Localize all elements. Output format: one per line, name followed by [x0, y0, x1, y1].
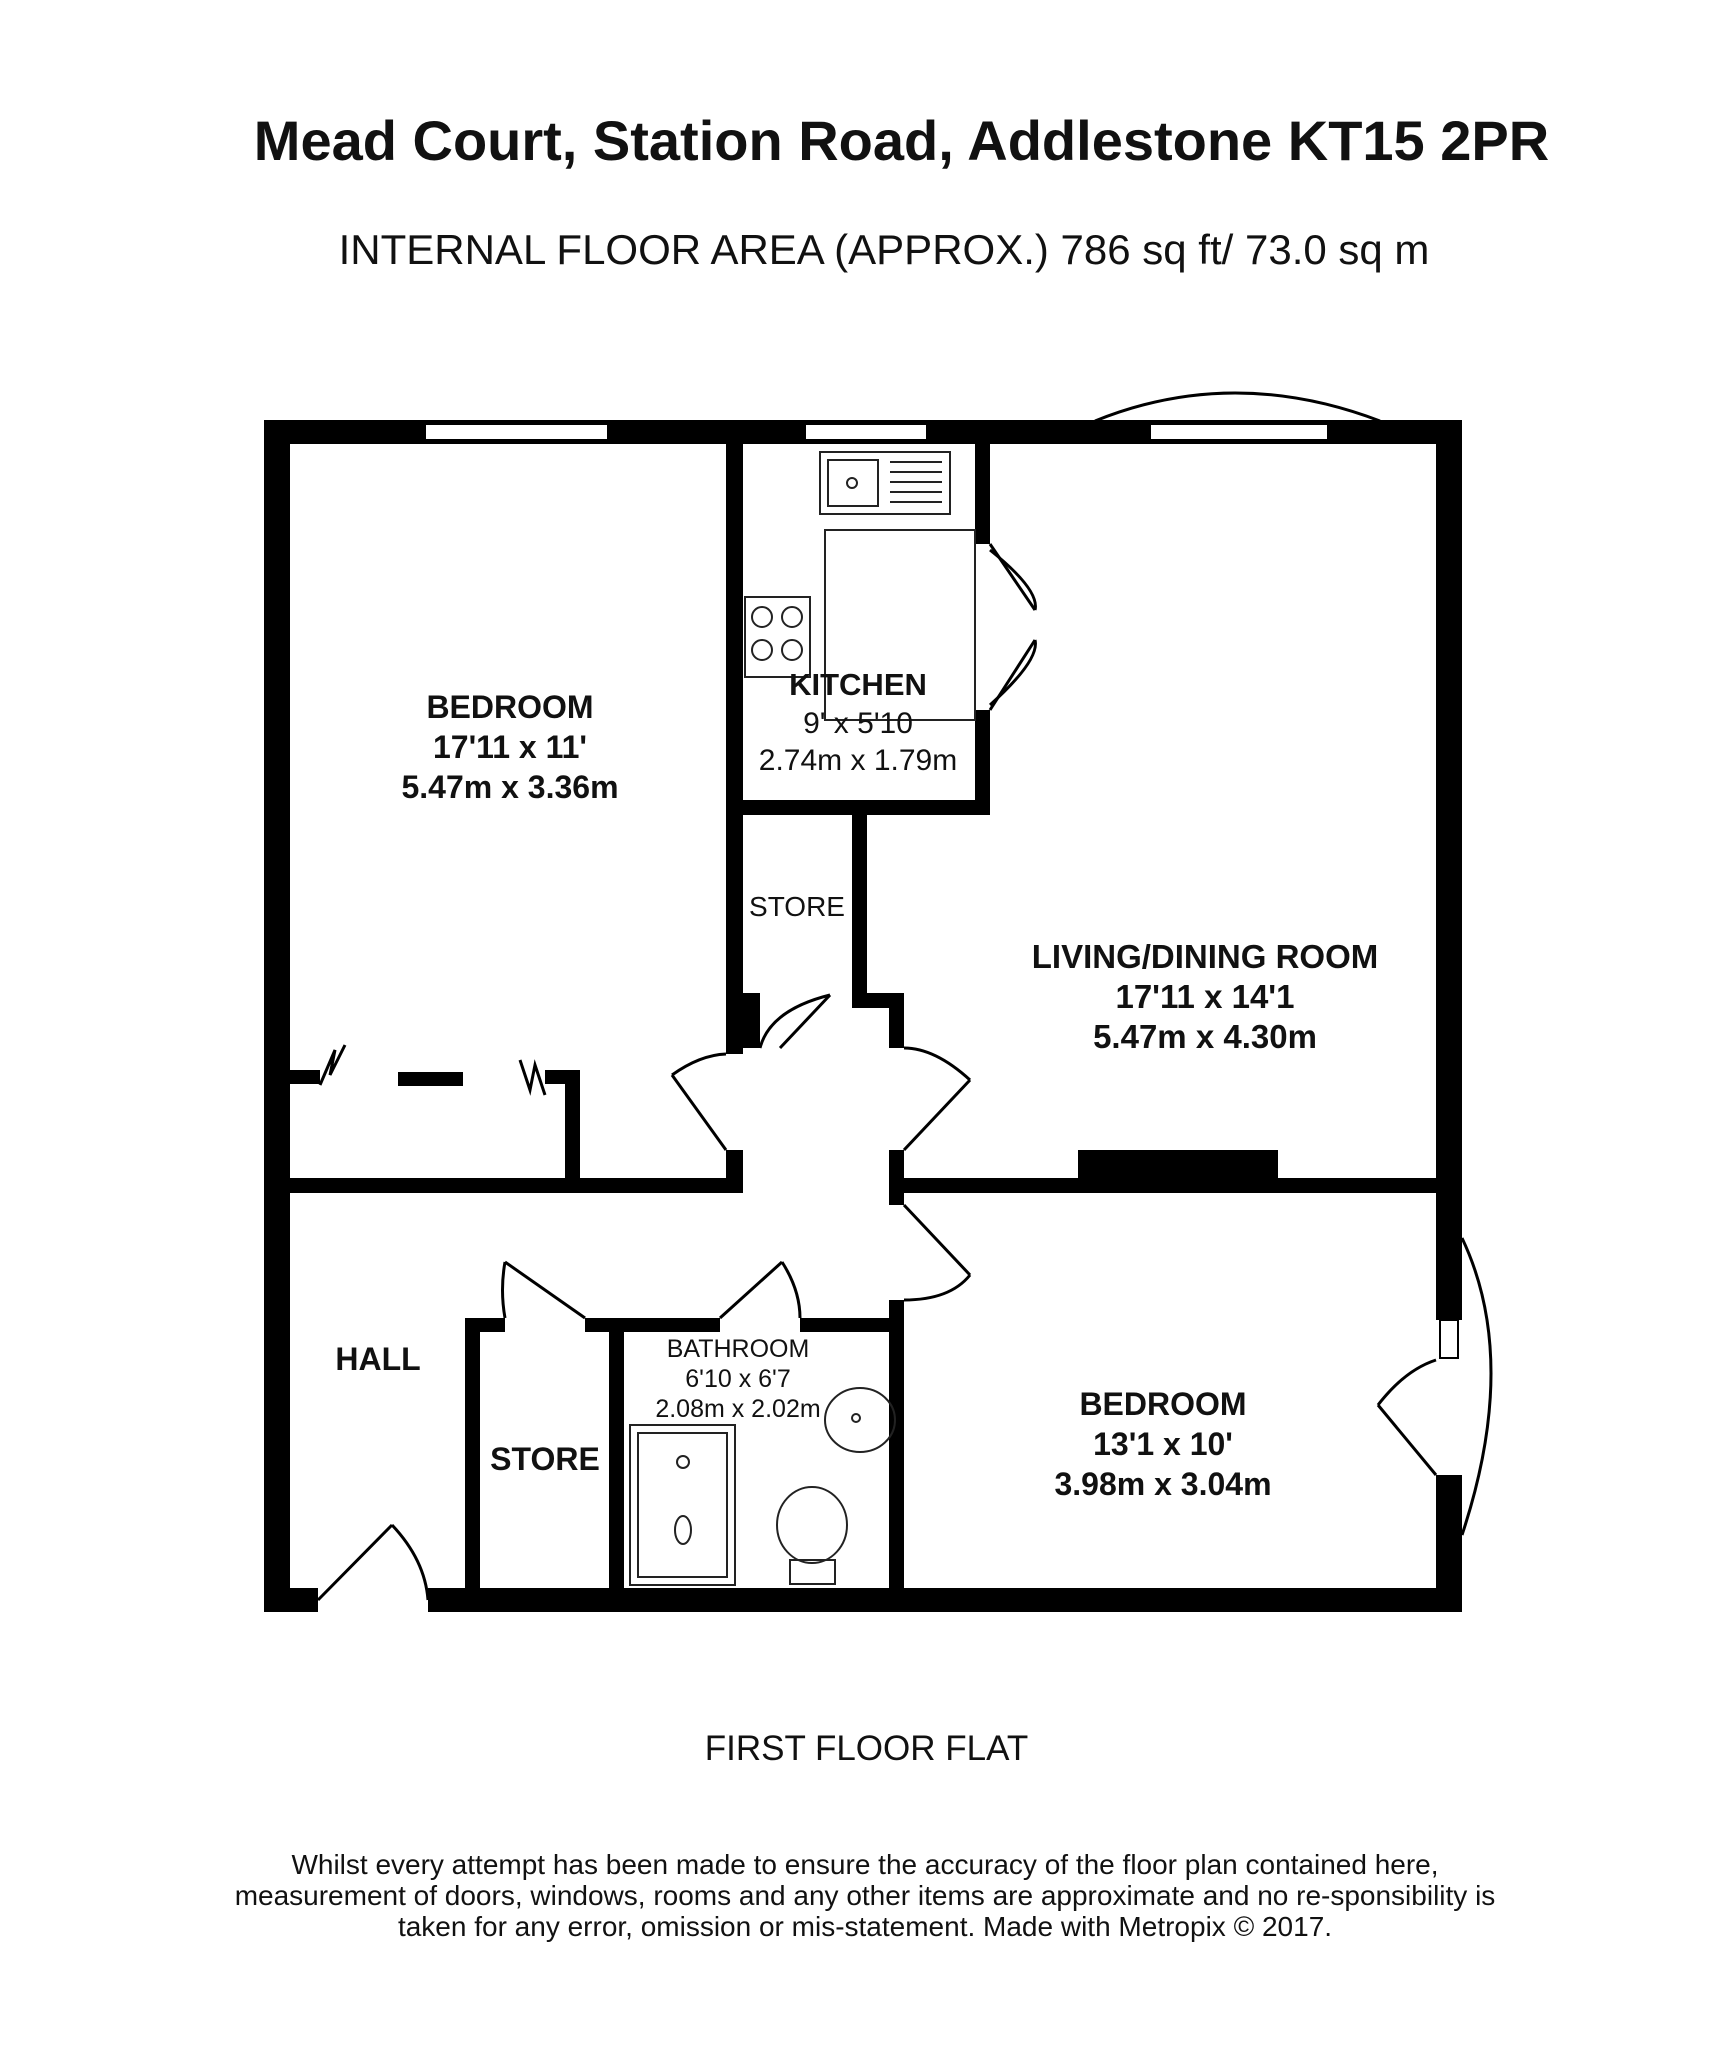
window-bedroom-2: [1439, 1319, 1459, 1359]
bay-window-living: [1094, 391, 1381, 423]
room-labels: BEDROOM 17'11 x 11' 5.47m x 3.36m KITCHE…: [335, 667, 1378, 1502]
fixtures: [629, 451, 976, 1586]
living-name: LIVING/DINING ROOM: [1032, 938, 1379, 975]
kitchen-sink: [819, 451, 951, 515]
outer-walls: [264, 420, 1462, 1612]
window-living: [1149, 423, 1329, 441]
store-1-name: STORE: [749, 891, 845, 922]
window-kitchen: [804, 423, 928, 441]
bedroom-1-name: BEDROOM: [426, 689, 593, 725]
bay-window-bedroom-2: [1460, 1237, 1493, 1536]
bathroom-metric: 2.08m x 2.02m: [655, 1395, 820, 1423]
disclaimer-text: Whilst every attempt has been made to en…: [234, 1849, 1496, 1942]
floor-area-text: INTERNAL FLOOR AREA (APPROX.) 786 sq ft/…: [338, 226, 1430, 273]
hob: [744, 596, 811, 678]
kitchen-imperial: 9' x 5'10: [803, 707, 913, 740]
interior-walls: [290, 444, 1436, 1590]
bedroom-2-name: BEDROOM: [1079, 1386, 1246, 1422]
bedroom-2-metric: 3.98m x 3.04m: [1054, 1466, 1271, 1502]
address-title: Mead Court, Station Road, Addlestone KT1…: [253, 109, 1550, 172]
living-imperial: 17'11 x 14'1: [1115, 978, 1294, 1015]
toilet: [776, 1486, 848, 1564]
bathroom-imperial: 6'10 x 6'7: [685, 1365, 790, 1393]
kitchen-worktop: [824, 529, 976, 721]
doors: [316, 543, 1438, 1602]
bathroom-name: BATHROOM: [667, 1335, 810, 1363]
hall-name: HALL: [335, 1341, 420, 1377]
bedroom-1-metric: 5.47m x 3.36m: [401, 769, 618, 805]
window-bedroom: [424, 423, 609, 441]
store-2-name: STORE: [490, 1441, 600, 1477]
kitchen-name: KITCHEN: [789, 667, 927, 702]
bedroom-2-imperial: 13'1 x 10': [1093, 1426, 1233, 1462]
living-metric: 5.47m x 4.30m: [1093, 1018, 1317, 1055]
floor-name: FIRST FLOOR FLAT: [704, 1729, 1029, 1768]
kitchen-metric: 2.74m x 1.79m: [759, 744, 957, 777]
windows: [424, 391, 1493, 1536]
shower: [629, 1424, 736, 1586]
basin: [824, 1387, 896, 1453]
bedroom-1-imperial: 17'11 x 11': [433, 729, 587, 765]
